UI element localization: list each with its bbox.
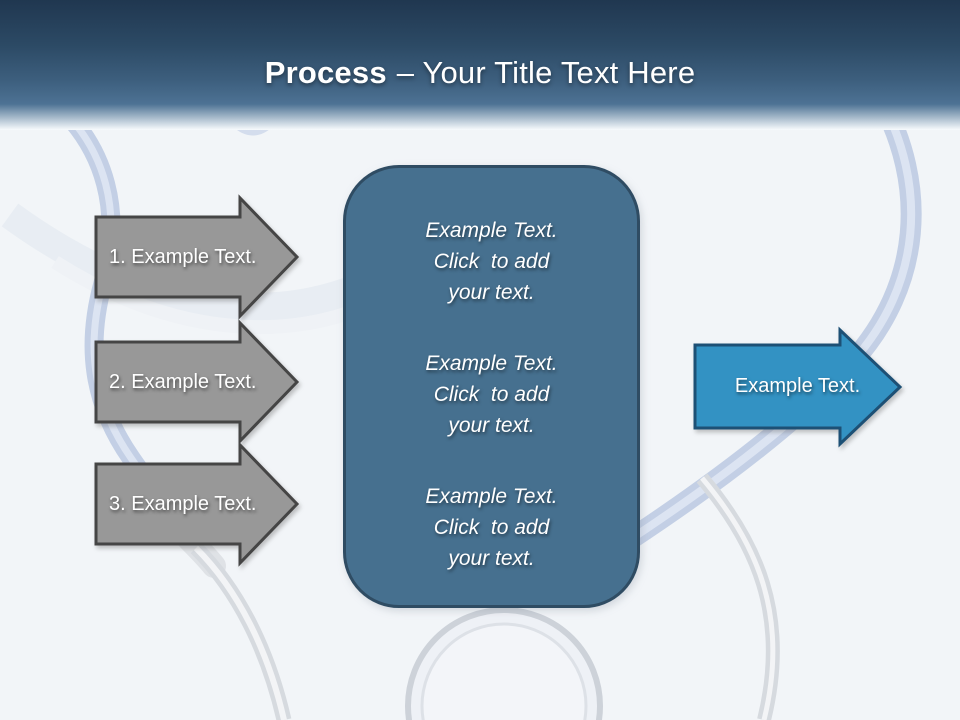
step-arrow-3: 3. Example Text.: [94, 441, 300, 567]
process-text-panel-content: Example Text. Click to add your text. Ex…: [346, 168, 637, 614]
panel-text-block-2: Example Text. Click to add your text.: [346, 348, 637, 441]
step-arrow-2-label: 2. Example Text.: [109, 370, 257, 393]
step-arrow-2: 2. Example Text.: [94, 319, 300, 445]
step-arrow-3-label: 3. Example Text.: [109, 492, 257, 515]
title-subtitle: – Your Title Text Here: [396, 55, 696, 90]
arrow-right-shape: [94, 441, 300, 567]
arrow-right-shape: [94, 194, 300, 320]
panel-text-line: Click to add: [433, 250, 550, 273]
title-keyword: Process: [264, 55, 387, 90]
arrow-right-shape: [693, 326, 903, 448]
panel-text-line: Click to add: [433, 383, 550, 406]
panel-text-line: Example Text.: [425, 352, 558, 375]
slide-header: Process – Your Title Text Here: [0, 0, 960, 130]
step-arrow-1-label: 1. Example Text.: [109, 245, 257, 268]
panel-text-block-1: Example Text. Click to add your text.: [346, 215, 637, 308]
output-arrow: Example Text.: [693, 326, 903, 448]
step-arrow-1: 1. Example Text.: [94, 194, 300, 320]
arrow-right-shape: [94, 319, 300, 445]
process-text-panel: Example Text. Click to add your text. Ex…: [343, 165, 640, 608]
panel-text-line: your text.: [448, 281, 535, 304]
panel-text-line: Click to add: [433, 516, 550, 539]
panel-text-line: your text.: [448, 414, 535, 437]
slide-title: Process – Your Title Text Here: [0, 50, 960, 96]
panel-text-line: your text.: [448, 547, 535, 570]
output-arrow-label: Example Text.: [734, 375, 861, 397]
panel-text-block-3: Example Text. Click to add your text.: [346, 481, 637, 574]
panel-text-line: Example Text.: [425, 485, 558, 508]
panel-text-line: Example Text.: [425, 219, 558, 242]
